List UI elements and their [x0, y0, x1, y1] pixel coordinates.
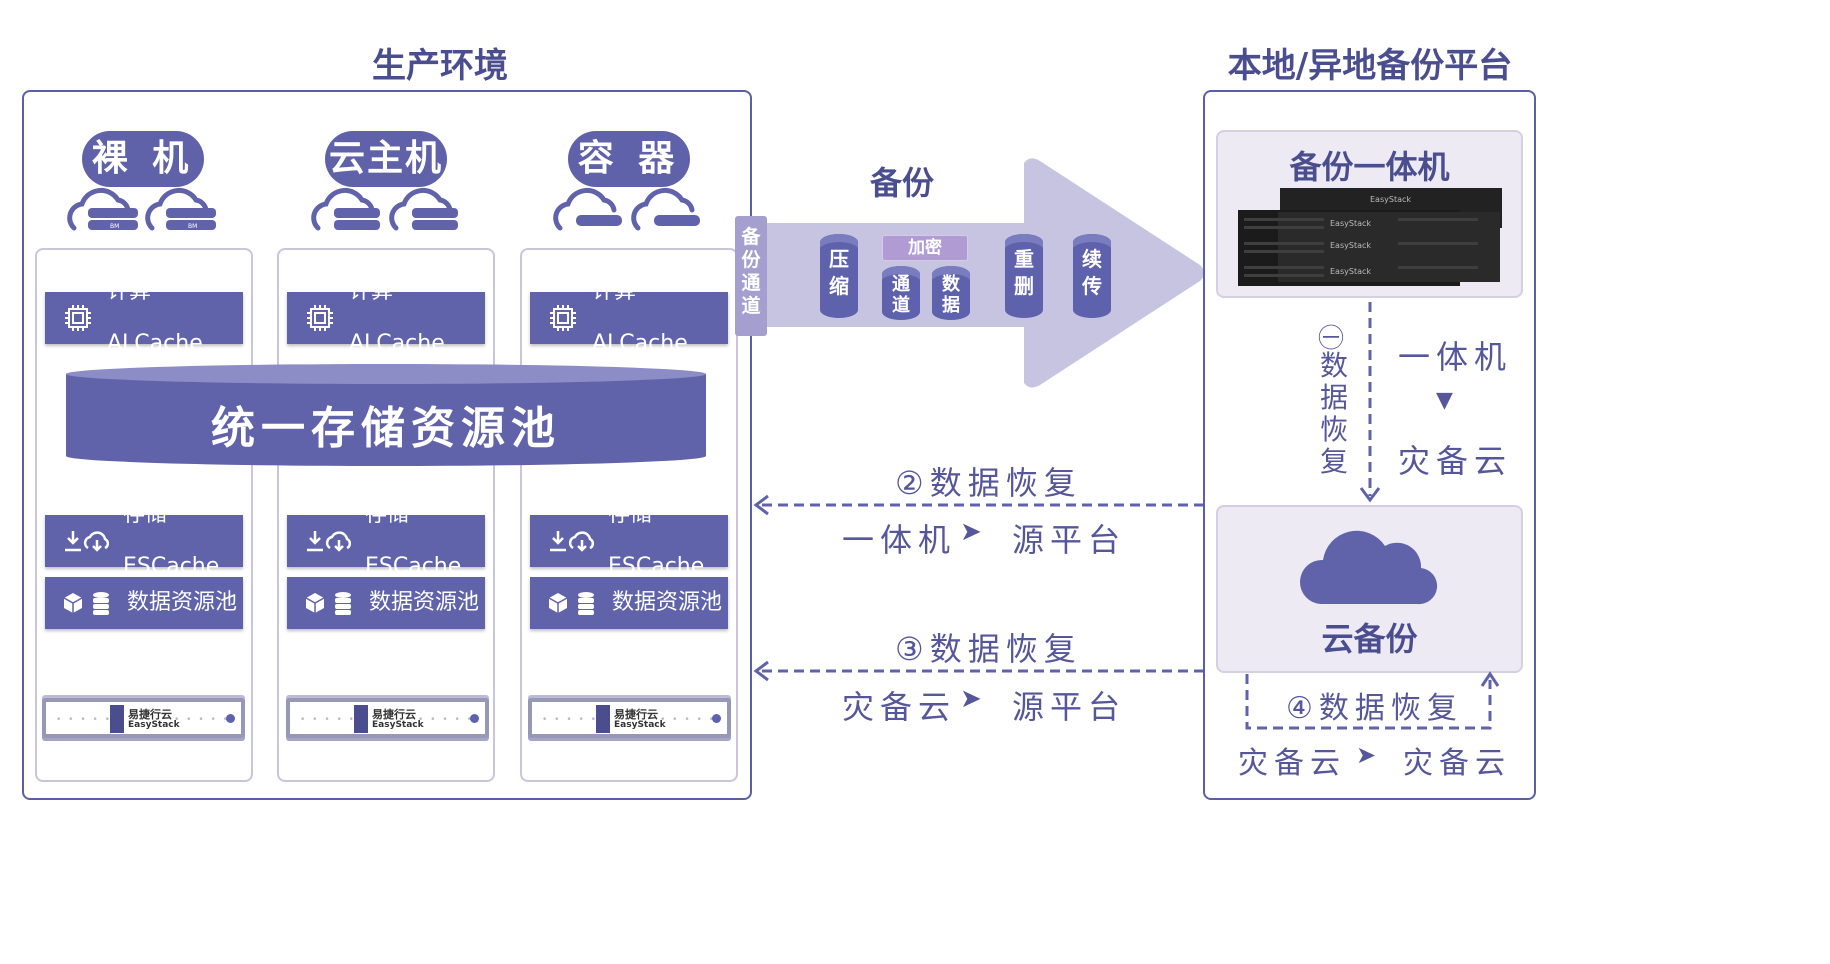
- backup-channel-tab: [735, 216, 767, 336]
- svg-text:BM: BM: [110, 223, 119, 230]
- bm-cloud-icon: BM: [145, 187, 216, 231]
- backup-channel-label: 备份通道: [741, 226, 761, 317]
- recovery-4-loop-arrow: [1245, 671, 1500, 730]
- easystack-logo-icon: [596, 705, 610, 733]
- recovery-4-from: 灾备云: [1238, 746, 1346, 781]
- data-pool-bar: 数据资源池: [530, 577, 728, 629]
- recovery-1-number: ㊀: [1318, 324, 1345, 354]
- power-led-icon: [712, 714, 721, 723]
- flow-to: 灾备云: [1398, 442, 1513, 480]
- recovery-3-title: ③数据恢复: [895, 630, 1082, 668]
- data-pool-bar: 数据资源池: [287, 577, 485, 629]
- recovery-1-text: 数 据 恢 复: [1319, 349, 1348, 478]
- easystack-logo-icon: [354, 705, 368, 733]
- recovery-3-from: 灾备云: [842, 688, 957, 726]
- production-panel: [22, 90, 752, 800]
- storage-bar: 存储 ESCache: [530, 502, 728, 579]
- right-arrow-icon: ➤: [960, 684, 982, 714]
- bare-metal-cloud-icons: BM BM: [67, 187, 216, 231]
- production-title: 生产环境: [372, 46, 508, 86]
- recovery-4-to: 灾备云: [1403, 746, 1511, 781]
- cube-database-icon: [548, 590, 598, 616]
- unified-storage-pool: [66, 364, 706, 466]
- download-cloud-icon: [305, 528, 351, 554]
- download-cloud-icon: [548, 528, 594, 554]
- server-vent-dots: • • • • • •: [542, 715, 611, 725]
- right-arrow-icon: ➤: [1356, 741, 1377, 769]
- cloud-server-icon: [311, 187, 380, 231]
- compress-cylinder: 压缩: [820, 234, 858, 318]
- resume-cylinder: 续传: [1073, 234, 1111, 318]
- cloud-container-icon: [553, 187, 622, 231]
- appliance-title: 备份一体机: [1289, 148, 1450, 186]
- backup-title: 备份: [870, 164, 935, 202]
- cloud-backup-title: 云备份: [1321, 620, 1418, 658]
- svg-text:BM: BM: [188, 223, 197, 230]
- easystack-server: • • • • • • 易捷行云 EasyStack • • • • •: [286, 698, 489, 738]
- down-arrow-icon: ▼: [1436, 388, 1453, 413]
- pill-bare-metal: 裸 机: [82, 131, 204, 187]
- data-cylinder: 数据: [932, 266, 970, 320]
- server-vent-dots: • • • • • •: [56, 715, 125, 725]
- easystack-server: • • • • • • 易捷行云 EasyStack • • • • •: [528, 698, 731, 738]
- cpu-chip-icon: [548, 303, 578, 333]
- svg-text:EasyStack: EasyStack: [1330, 241, 1371, 250]
- right-arrow-icon: ➤: [960, 517, 982, 547]
- cloud-icon: [1299, 530, 1438, 605]
- power-led-icon: [226, 714, 235, 723]
- download-cloud-icon: [63, 528, 109, 554]
- power-led-icon: [470, 714, 479, 723]
- container-icons: [553, 187, 700, 231]
- recovery-3-to: 源平台: [1012, 688, 1127, 726]
- cloud-host-icons: [311, 187, 458, 231]
- cube-database-icon: [63, 590, 113, 616]
- channel-cylinder: 通道: [882, 266, 920, 320]
- compute-bar: 计算 ALCache: [45, 279, 243, 356]
- backup-platform-panel: [1203, 90, 1536, 800]
- recovery-2-from: 一体机: [842, 521, 957, 559]
- server-vent-dots: • • • • •: [660, 715, 716, 725]
- recovery-1-arrow: [1359, 302, 1381, 503]
- svg-text:EasyStack: EasyStack: [1330, 267, 1371, 276]
- data-pool-bar: 数据资源池: [45, 577, 243, 629]
- svg-text:EasyStack: EasyStack: [1370, 195, 1411, 204]
- pill-cloud-host: 云主机: [325, 131, 447, 187]
- recovery-2-arrow: [753, 494, 1204, 516]
- backup-arrow: [752, 158, 1204, 388]
- compute-bar: 计算 ALCache: [287, 279, 485, 356]
- recovery-4-title: ④数据恢复: [1286, 691, 1463, 726]
- easystack-server: • • • • • • 易捷行云 EasyStack • • • • •: [42, 698, 245, 738]
- flow-from: 一体机: [1398, 338, 1513, 376]
- cpu-chip-icon: [305, 303, 335, 333]
- pill-container: 容 器: [568, 131, 690, 187]
- svg-text:EasyStack: EasyStack: [1330, 219, 1371, 228]
- cloud-container-icon: [631, 187, 700, 231]
- cube-database-icon: [305, 590, 355, 616]
- easystack-logo-icon: [110, 705, 124, 733]
- server-vent-dots: • • • • •: [174, 715, 230, 725]
- storage-bar: 存储 ESCache: [45, 502, 243, 579]
- encrypt-tag: 加密: [882, 235, 968, 261]
- unified-pool-label: 统一存储资源池: [211, 403, 561, 454]
- recovery-3-arrow: [753, 660, 1204, 682]
- recovery-2-title: ②数据恢复: [895, 464, 1082, 502]
- cpu-chip-icon: [63, 303, 93, 333]
- server-vent-dots: • • • • • •: [300, 715, 369, 725]
- recovery-2-to: 源平台: [1012, 521, 1127, 559]
- appliance-server-stack-icon: EasyStack EasyStack EasyStack EasyStack: [1238, 188, 1502, 286]
- storage-bar: 存储 ESCache: [287, 502, 485, 579]
- dedup-cylinder: 重删: [1005, 234, 1043, 318]
- compute-bar: 计算 ALCache: [530, 279, 728, 356]
- cloud-server-icon: [389, 187, 458, 231]
- backup-platform-title: 本地/异地备份平台: [1227, 46, 1513, 86]
- bm-cloud-icon: BM: [67, 187, 138, 231]
- server-vent-dots: • • • • •: [418, 715, 474, 725]
